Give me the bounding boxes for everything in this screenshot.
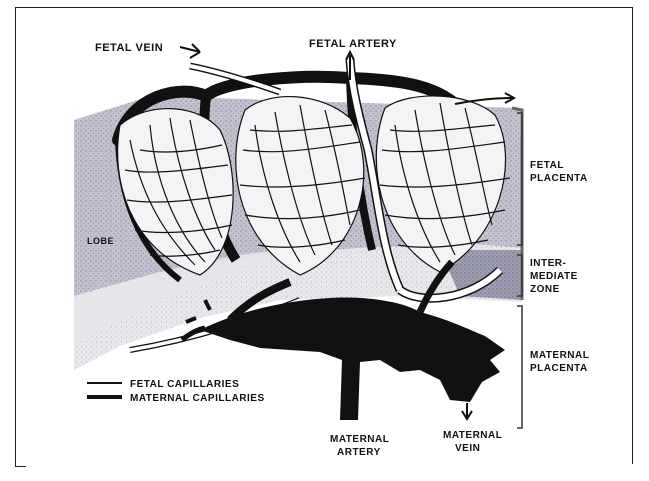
fetal-placenta-label-1: FETAL — [530, 160, 564, 171]
fetal-placenta-label-2: PLACENTA — [530, 173, 588, 184]
maternal-artery-label-2: ARTERY — [337, 447, 381, 458]
maternal-vein-arrow — [462, 403, 472, 419]
maternal-placenta-label-1: MATERNAL — [530, 350, 589, 361]
intermediate-zone-label-2: MEDIATE — [530, 271, 578, 282]
intermediate-zone-label-3: ZONE — [530, 284, 560, 295]
maternal-placenta-bracket — [517, 306, 522, 428]
outflow-arrow — [455, 93, 514, 104]
fetal-artery-label: FETAL ARTERY — [309, 38, 397, 50]
maternal-placenta-label-2: PLACENTA — [530, 363, 588, 374]
fetal-vein-label: FETAL VEIN — [95, 42, 163, 54]
maternal-artery-label-1: MATERNAL — [330, 434, 389, 445]
lobe-label: LOBE — [87, 236, 114, 246]
maternal-vein-label-2: VEIN — [455, 443, 480, 454]
intermediate-zone-label-1: INTER- — [530, 258, 566, 269]
legend-fetal-label: FETAL CAPILLARIES — [130, 379, 239, 390]
legend-maternal-label: MATERNAL CAPILLARIES — [130, 393, 265, 404]
fetal-vein-arrow — [180, 44, 200, 58]
maternal-vein-label-1: MATERNAL — [443, 430, 502, 441]
